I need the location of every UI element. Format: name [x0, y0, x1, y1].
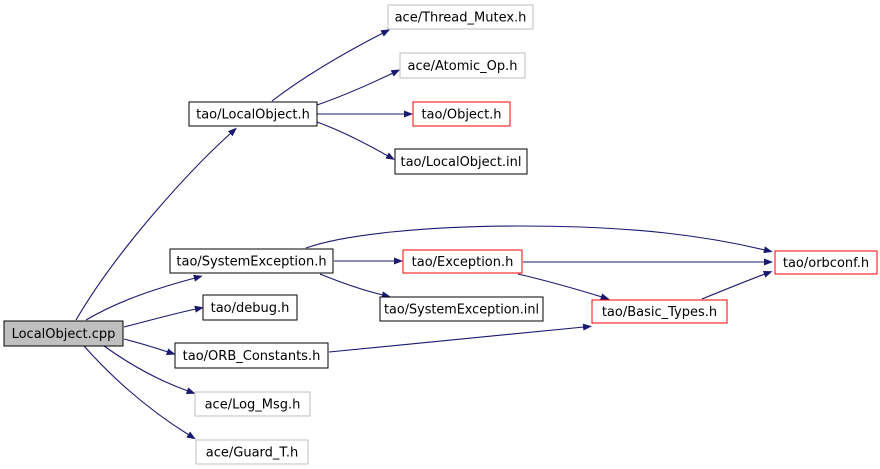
node-ace-log-msg-h: ace/Log_Msg.h — [194, 391, 311, 417]
node-label-tao-orb-constants-h: tao/ORB_Constants.h — [183, 349, 321, 364]
node-localobject-cpp: LocalObject.cpp — [3, 320, 124, 347]
node-box-tao-orbconf-h[interactable] — [774, 250, 878, 275]
node-label-tao-debug-h: tao/debug.h — [211, 301, 290, 316]
node-box-tao-basic-types-h[interactable] — [591, 299, 728, 324]
node-label-ace-atomic-op-h: ace/Atomic_Op.h — [408, 59, 518, 74]
node-label-tao-systemexception-inl: tao/SystemException.inl — [384, 303, 539, 318]
node-ace-guard-t-h: ace/Guard_T.h — [195, 439, 309, 465]
edge-tao-exception-h-to-tao-basic-types-h — [517, 273, 610, 301]
node-label-tao-object-h: tao/Object.h — [421, 108, 501, 123]
node-box-tao-systemexception-inl[interactable] — [379, 296, 544, 322]
edge-localobject-cpp-to-ace-guard-t-h — [83, 345, 196, 440]
node-box-ace-thread-mutex-h — [387, 4, 534, 30]
node-tao-orb-constants-h: tao/ORB_Constants.h — [174, 342, 329, 369]
edge-tao-systemexception-h-to-tao-systemexception-inl — [319, 273, 391, 299]
node-box-tao-localobject-inl[interactable] — [394, 148, 528, 175]
edge-tao-localobject-h-to-ace-thread-mutex-h — [271, 29, 391, 102]
node-box-tao-object-h[interactable] — [412, 101, 511, 127]
node-tao-systemexception-h: tao/SystemException.h — [169, 248, 334, 274]
edges-layer — [75, 29, 773, 440]
nodes-layer: LocalObject.cpp tao/LocalObject.h ace/Thre… — [3, 4, 878, 465]
edge-tao-localobject-h-to-ace-atomic-op-h — [316, 69, 401, 106]
node-ace-atomic-op-h: ace/Atomic_Op.h — [399, 52, 526, 79]
node-box-tao-exception-h[interactable] — [402, 249, 523, 274]
node-tao-exception-h: tao/Exception.h — [402, 249, 523, 274]
node-label-tao-orbconf-h: tao/orbconf.h — [783, 256, 869, 271]
node-label-tao-basic-types-h: tao/Basic_Types.h — [602, 305, 717, 320]
node-tao-systemexception-inl: tao/SystemException.inl — [379, 296, 544, 322]
node-tao-orbconf-h: tao/orbconf.h — [774, 250, 878, 275]
node-tao-localobject-h: tao/LocalObject.h — [188, 101, 318, 127]
node-box-localobject-cpp — [3, 320, 124, 347]
node-tao-debug-h: tao/debug.h — [202, 294, 298, 321]
node-box-ace-atomic-op-h — [399, 52, 526, 79]
node-label-ace-guard-t-h: ace/Guard_T.h — [206, 446, 298, 461]
node-label-ace-log-msg-h: ace/Log_Msg.h — [205, 398, 301, 413]
node-tao-localobject-inl: tao/LocalObject.inl — [394, 148, 528, 175]
node-label-localobject-cpp: LocalObject.cpp — [12, 327, 116, 342]
node-ace-thread-mutex-h: ace/Thread_Mutex.h — [387, 4, 534, 30]
node-box-tao-systemexception-h[interactable] — [169, 248, 334, 274]
node-label-tao-localobject-inl: tao/LocalObject.inl — [400, 155, 521, 170]
node-label-tao-exception-h: tao/Exception.h — [412, 255, 514, 270]
edge-tao-orb-constants-h-to-tao-basic-types-h — [328, 323, 592, 353]
node-label-ace-thread-mutex-h: ace/Thread_Mutex.h — [395, 11, 527, 26]
edge-localobject-cpp-to-tao-debug-h — [123, 305, 204, 328]
node-tao-basic-types-h: tao/Basic_Types.h — [591, 299, 728, 324]
node-box-tao-localobject-h[interactable] — [188, 101, 318, 127]
node-box-ace-guard-t-h — [195, 439, 309, 465]
node-label-tao-localobject-h: tao/LocalObject.h — [196, 108, 310, 123]
edge-localobject-cpp-to-tao-orb-constants-h — [123, 338, 176, 356]
edge-tao-systemexception-h-to-tao-orbconf-h — [305, 225, 773, 254]
node-label-tao-systemexception-h: tao/SystemException.h — [176, 255, 326, 270]
edge-localobject-cpp-to-tao-localobject-h — [75, 127, 237, 321]
edge-localobject-cpp-to-tao-systemexception-h — [85, 274, 203, 321]
node-box-ace-log-msg-h — [194, 391, 311, 417]
node-box-tao-orb-constants-h[interactable] — [174, 342, 329, 369]
edge-tao-basic-types-h-to-tao-orbconf-h — [701, 271, 773, 300]
edge-tao-localobject-h-to-tao-localobject-inl — [316, 121, 395, 160]
node-box-tao-debug-h[interactable] — [202, 294, 298, 321]
edge-localobject-cpp-to-ace-log-msg-h — [103, 345, 196, 394]
node-tao-object-h: tao/Object.h — [412, 101, 511, 127]
